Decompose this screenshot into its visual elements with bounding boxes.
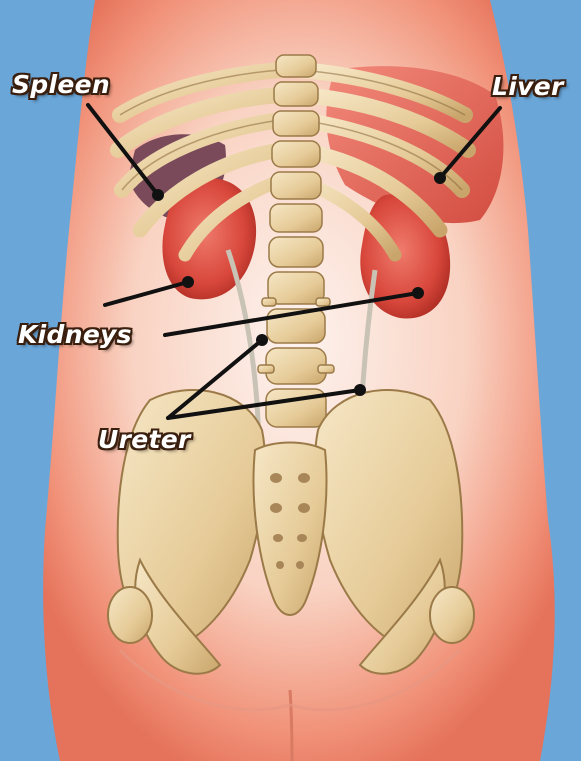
left-kidney-pointer-dot [182, 276, 194, 288]
right-ureter-pointer-dot [354, 384, 366, 396]
right-kidney-pointer-dot [412, 287, 424, 299]
spleen-pointer-dot [152, 189, 164, 201]
ureter-label: Ureter [98, 425, 191, 454]
kidneys-label: Kidneys [18, 320, 132, 349]
liver-pointer-dot [434, 172, 446, 184]
spleen-label: Spleen [12, 70, 110, 99]
left-ureter-pointer-dot [256, 334, 268, 346]
liver-label: Liver [492, 72, 564, 101]
